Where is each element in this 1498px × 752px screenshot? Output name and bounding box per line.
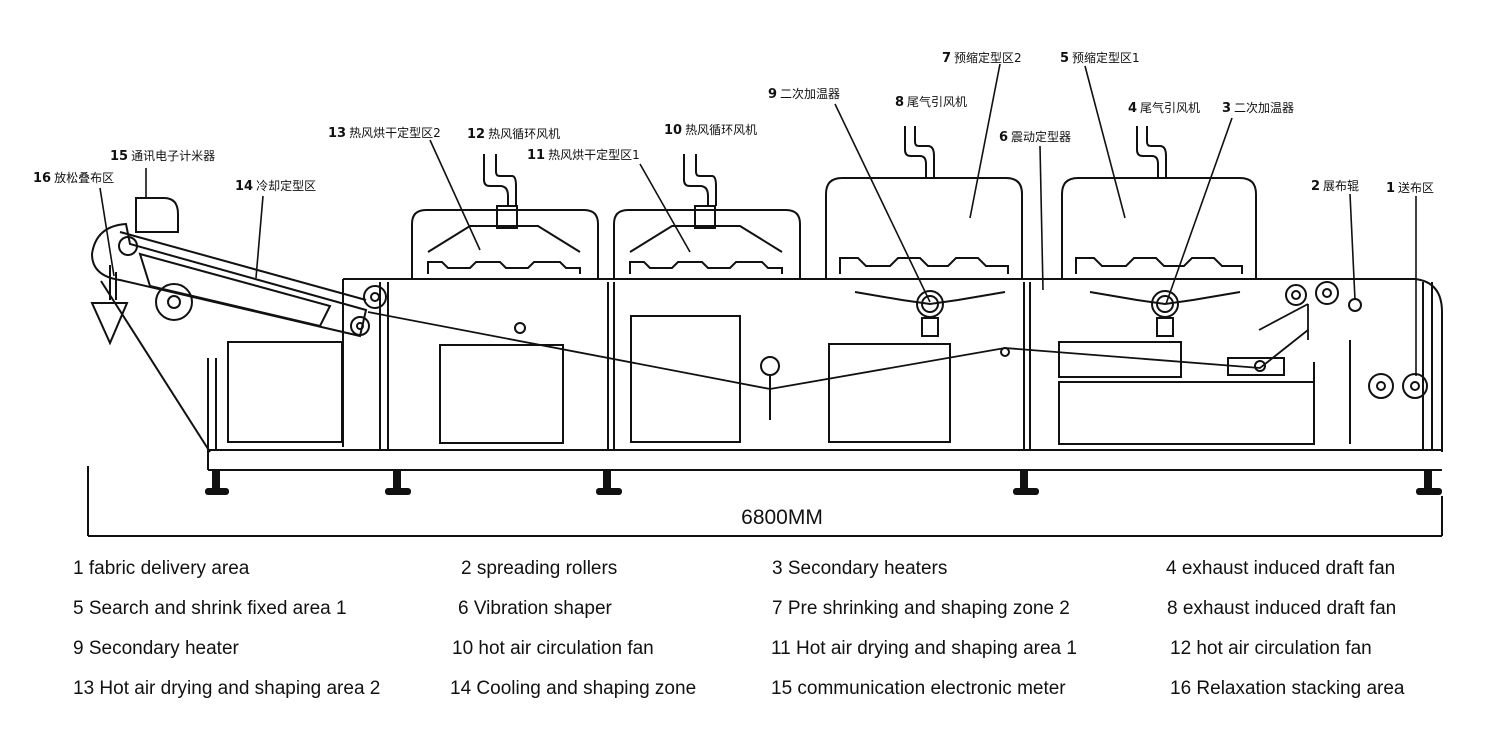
legend-item: 15 communication electronic meter [771, 678, 1066, 699]
legend-item: 12 hot air circulation fan [1170, 638, 1372, 659]
machine-frame [207, 278, 1443, 471]
leader-lines [99, 63, 1417, 376]
legend-item: 16 Relaxation stacking area [1170, 678, 1405, 699]
legend-item: 10 hot air circulation fan [452, 638, 654, 659]
fabric-rollers [155, 281, 1428, 420]
pre-shrink-chambers [825, 126, 1257, 279]
legend-item: 2 spreading rollers [461, 558, 618, 579]
legend-item: 1 fabric delivery area [73, 558, 250, 579]
fabric-path [367, 303, 1309, 390]
legend: 1 fabric delivery area 2 spreading rolle… [0, 552, 1498, 742]
legend-item: 5 Search and shrink fixed area 1 [73, 598, 347, 619]
machine-feet [205, 470, 1442, 495]
legend-item: 3 Secondary heaters [772, 558, 948, 579]
legend-item: 8 exhaust induced draft fan [1167, 598, 1397, 619]
legend-item: 6 Vibration shaper [458, 598, 612, 619]
dimension-line [87, 466, 1443, 537]
hot-air-chambers [411, 154, 801, 279]
legend-item: 4 exhaust induced draft fan [1166, 558, 1396, 579]
secondary-heaters [854, 290, 1241, 337]
dimension-label: 6800MM [741, 506, 823, 529]
legend-item: 11 Hot air drying and shaping area 1 [771, 638, 1077, 659]
legend-item: 7 Pre shrinking and shaping zone 2 [772, 598, 1070, 619]
legend-item: 14 Cooling and shaping zone [450, 678, 697, 699]
legend-item: 13 Hot air drying and shaping area 2 [73, 678, 381, 699]
legend-item: 9 Secondary heater [73, 638, 239, 659]
